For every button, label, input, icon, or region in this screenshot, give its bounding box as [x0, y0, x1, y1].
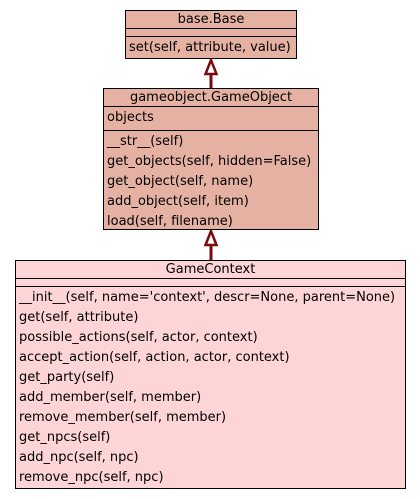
methods-section: __init__(self, name='context', descr=Non… — [16, 287, 405, 490]
method: __init__(self, name='context', descr=Non… — [19, 290, 396, 305]
method: get(self, attribute) — [19, 310, 139, 325]
inheritance-arrowhead — [203, 56, 219, 76]
inheritance-gameobject-to-base — [203, 56, 219, 88]
method: get_objects(self, hidden=False) — [107, 154, 312, 169]
attributes-section — [126, 29, 296, 37]
methods-section: set(self, attribute, value) — [126, 37, 296, 60]
method: add_object(self, item) — [107, 194, 249, 209]
class-gameobject[interactable]: gameobject.GameObject objects __str__(se… — [103, 88, 319, 230]
attribute: objects — [107, 110, 154, 125]
attributes-section: objects — [104, 107, 318, 131]
class-name: gameobject.GameObject — [104, 89, 318, 107]
class-base[interactable]: base.Base set(self, attribute, value) — [125, 10, 297, 59]
method: get_object(self, name) — [107, 174, 254, 189]
method: remove_member(self, member) — [19, 410, 227, 425]
class-name: base.Base — [126, 11, 296, 29]
inheritance-gamecontext-to-gameobject — [203, 227, 219, 260]
method: possible_actions(self, actor, context) — [19, 330, 258, 345]
class-name: GameContext — [16, 261, 405, 279]
method: set(self, attribute, value) — [129, 40, 291, 55]
method: get_party(self) — [19, 370, 115, 385]
method: remove_npc(self, npc) — [19, 470, 164, 485]
class-gamecontext[interactable]: GameContext __init__(self, name='context… — [15, 260, 406, 489]
method: get_npcs(self) — [19, 430, 111, 445]
method: add_npc(self, npc) — [19, 450, 139, 465]
method: accept_action(self, action, actor, conte… — [19, 350, 290, 365]
methods-section: __str__(self) get_objects(self, hidden=F… — [104, 131, 318, 234]
inheritance-arrowhead — [203, 227, 219, 247]
method: add_member(self, member) — [19, 390, 202, 405]
method: __str__(self) — [107, 134, 184, 149]
attributes-section — [16, 279, 405, 287]
method: load(self, filename) — [107, 214, 233, 229]
